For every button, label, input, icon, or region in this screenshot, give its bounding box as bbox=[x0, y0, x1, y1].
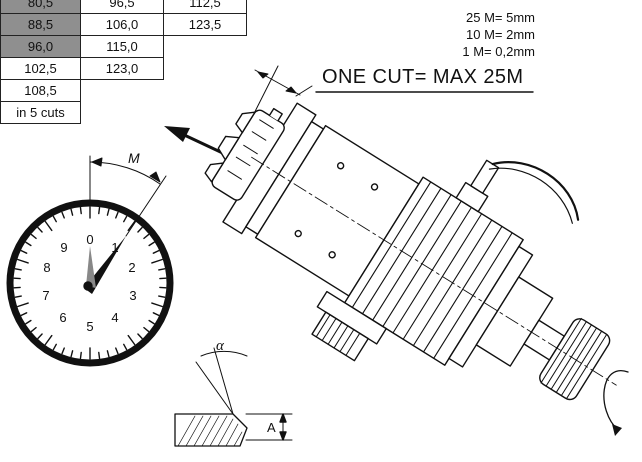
dial-tick bbox=[115, 211, 119, 219]
dial-tick bbox=[37, 333, 43, 340]
table-cell: 106,0 bbox=[80, 13, 164, 36]
bevel-machine-body bbox=[204, 102, 617, 401]
dial-tick bbox=[137, 333, 143, 340]
dial-tick bbox=[151, 258, 163, 264]
table-row: 96,0 115,0 bbox=[0, 35, 247, 58]
dial-tick bbox=[79, 351, 82, 360]
table-cell: 80,5 bbox=[0, 0, 81, 14]
dial-tick bbox=[30, 326, 37, 333]
dial-number: 4 bbox=[111, 310, 118, 325]
dial-tick bbox=[52, 215, 57, 223]
table-cell: 123,5 bbox=[163, 13, 247, 36]
dial-tick bbox=[52, 343, 57, 351]
table-cell: 112,5 bbox=[163, 0, 247, 14]
dial-tick bbox=[14, 295, 22, 298]
note-line: 25 M= 5mm bbox=[466, 10, 535, 25]
dial-tick bbox=[20, 312, 28, 317]
dial-gauge bbox=[6, 199, 174, 367]
note-line: 10 M= 2mm bbox=[466, 27, 535, 42]
dial-tick bbox=[158, 268, 166, 271]
table-row: 80,5 96,5 112,5 bbox=[0, 0, 247, 14]
dial-number: 8 bbox=[43, 260, 50, 275]
dial-number: 3 bbox=[129, 288, 136, 303]
dial-tick bbox=[70, 350, 74, 358]
table-row: 88,5 106,0 123,5 bbox=[0, 13, 247, 36]
conversion-notes: 25 M= 5mm 10 M= 2mm 1 M= 0,2mm bbox=[415, 9, 535, 60]
dial-tick bbox=[44, 220, 53, 232]
table-row: in 5 cuts bbox=[0, 101, 247, 124]
dial-tick bbox=[14, 268, 22, 271]
dial-tick bbox=[106, 350, 110, 358]
dial-tick bbox=[25, 319, 32, 325]
dial-tick bbox=[37, 226, 43, 233]
dial-tick bbox=[123, 215, 128, 223]
dial-tick bbox=[61, 347, 65, 355]
rotation-arrow bbox=[603, 370, 629, 436]
table-cell: 123,0 bbox=[80, 57, 164, 80]
dial-tick bbox=[137, 226, 143, 233]
table-cell: 88,5 bbox=[0, 13, 81, 36]
dial-tick bbox=[98, 206, 101, 215]
table-cell: in 5 cuts bbox=[0, 101, 81, 124]
angle-label: α bbox=[216, 338, 225, 354]
dial-numbers: 0 1 2 3 4 5 6 7 8 9 bbox=[42, 232, 136, 334]
table-cell: 96,5 bbox=[80, 0, 164, 14]
dial-needle-shadow bbox=[86, 246, 96, 288]
dial-tick bbox=[115, 347, 119, 355]
m-arc-label: M bbox=[128, 150, 140, 166]
dial-number: 0 bbox=[86, 232, 93, 247]
dial-tick bbox=[148, 241, 155, 247]
dial-tick bbox=[106, 208, 110, 216]
height-label: A bbox=[267, 420, 276, 435]
dial-tick bbox=[143, 326, 150, 333]
table-cell: 115,0 bbox=[80, 35, 164, 58]
dial-tick bbox=[158, 295, 166, 298]
dial-number: 5 bbox=[86, 319, 93, 334]
table-cell: 102,5 bbox=[0, 57, 81, 80]
setting-table: 80,5 96,5 112,5 88,5 106,0 123,5 96,0 11… bbox=[0, 0, 247, 124]
dial-tick bbox=[98, 351, 101, 360]
dial-tick bbox=[61, 211, 65, 219]
dial-tick bbox=[123, 343, 128, 351]
dial-tick bbox=[79, 206, 82, 215]
note-line: 1 M= 0,2mm bbox=[462, 44, 535, 59]
dial-tick bbox=[127, 334, 136, 346]
drive-gear bbox=[311, 290, 387, 362]
clamp-lever bbox=[455, 159, 580, 224]
center-axis bbox=[251, 156, 617, 386]
dial-tick bbox=[17, 302, 29, 308]
table-row: 108,5 bbox=[0, 79, 247, 102]
dial-tick bbox=[70, 208, 74, 216]
dial-tick bbox=[127, 220, 136, 232]
dial-tick bbox=[152, 312, 160, 317]
dial-number: 7 bbox=[42, 288, 49, 303]
dial-tick bbox=[17, 258, 29, 264]
dial-tick bbox=[25, 241, 32, 247]
bevel-profile bbox=[174, 347, 293, 447]
dial-tick bbox=[44, 334, 53, 346]
dial-number: 1 bbox=[111, 240, 118, 255]
table-cell: 96,0 bbox=[0, 35, 81, 58]
dial-number: 2 bbox=[128, 260, 135, 275]
table-cell: 108,5 bbox=[0, 79, 81, 102]
table-row: 102,5 123,0 bbox=[0, 57, 247, 80]
dial-tick bbox=[148, 319, 155, 325]
cut-label: ONE CUT= MAX 25M bbox=[322, 66, 524, 88]
m-arc bbox=[89, 155, 167, 237]
dial-tick bbox=[30, 233, 37, 240]
dial-tick bbox=[152, 249, 160, 254]
dial-number: 9 bbox=[60, 240, 67, 255]
dial-tick bbox=[20, 249, 28, 254]
dial-tick bbox=[143, 233, 150, 240]
dial-tick bbox=[151, 302, 163, 308]
dial-number: 6 bbox=[59, 310, 66, 325]
